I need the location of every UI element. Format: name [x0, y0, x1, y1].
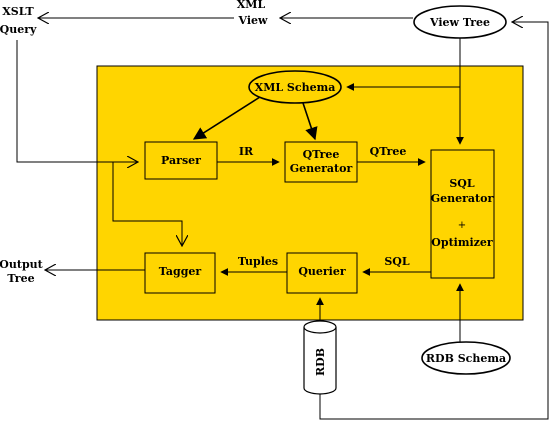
edge-xmlschema-to-parser [192, 96, 261, 140]
xslt-query-label: XSLT Query [0, 5, 37, 36]
edge-parser-to-tagger [112, 162, 182, 246]
qtree-generator-node: QTree Generator [284, 141, 358, 183]
tagger-label: Tagger [159, 265, 202, 278]
view-tree-node: View Tree [413, 5, 507, 39]
svg-text:XSLT: XSLT [2, 5, 34, 18]
edge-label-ir: IR [239, 145, 254, 158]
svg-text:XML: XML [237, 0, 266, 11]
querier-label: Querier [298, 265, 346, 278]
parser-node: Parser [144, 141, 218, 180]
svg-text:Tree: Tree [7, 272, 34, 285]
sql-generator-plus: + [458, 220, 466, 231]
edge-label-qtree: QTree [370, 145, 407, 158]
parser-label: Parser [161, 154, 201, 167]
svg-text:Query: Query [0, 23, 37, 36]
edge-label-sql: SQL [384, 255, 410, 268]
rdb-label: RDB [314, 348, 327, 376]
sql-generator-label-2: Generator [431, 192, 494, 205]
svg-text:View: View [238, 14, 269, 27]
view-tree-label: View Tree [429, 16, 490, 29]
xml-schema-node: XML Schema [248, 70, 342, 104]
sql-generator-label-4: Optimizer [431, 236, 493, 249]
rdb-node: RDB [303, 320, 337, 395]
xml-schema-label: XML Schema [255, 81, 336, 94]
qtree-generator-label-2: Generator [290, 162, 353, 175]
edge-xmlschema-to-qtree [302, 102, 318, 141]
sql-generator-node: SQL Generator + Optimizer [430, 149, 495, 279]
querier-node: Querier [286, 252, 358, 294]
rdb-schema-label: RDB Schema [426, 352, 506, 365]
svg-text:Output: Output [0, 258, 44, 271]
xml-view-label: XML View [237, 0, 268, 27]
edge-rdb-to-viewtree [319, 22, 549, 420]
qtree-generator-label-1: QTree [303, 148, 340, 161]
rdb-schema-node: RDB Schema [421, 341, 511, 375]
edge-label-tuples: Tuples [238, 255, 278, 268]
edge-xslt-to-parser [16, 40, 138, 162]
sql-generator-label-1: SQL [449, 177, 475, 190]
output-tree-label: Output Tree [0, 258, 44, 285]
tagger-node: Tagger [144, 252, 216, 294]
